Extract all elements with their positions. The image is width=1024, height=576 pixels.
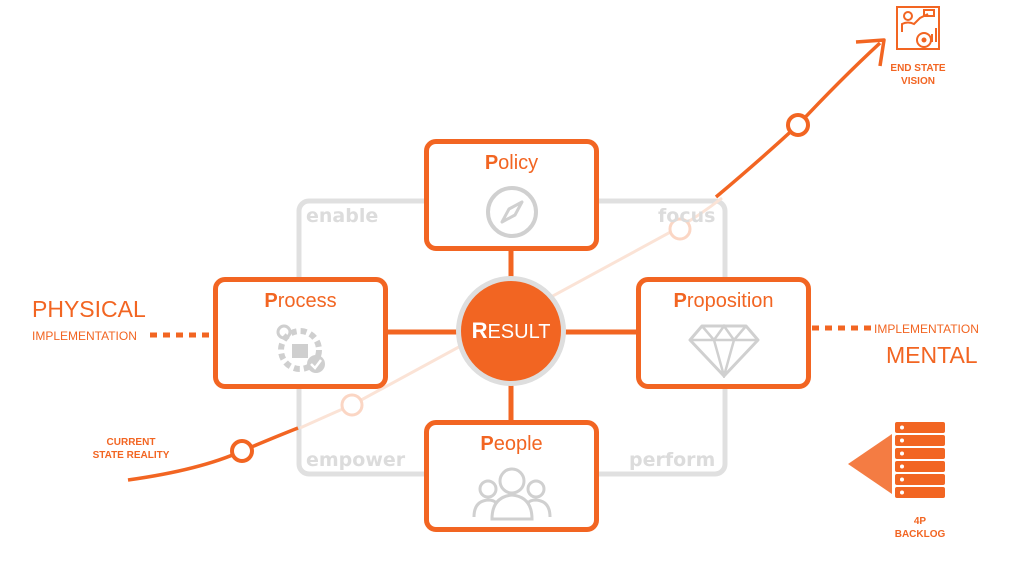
faint-milestone-low [340,393,364,417]
result-circle[interactable]: RESULT [456,276,566,386]
process-box[interactable]: Process [213,277,388,389]
trend-arrowhead [855,38,886,67]
compass-icon [485,186,538,238]
proposition-box[interactable]: Proposition [636,277,811,389]
proposition-title: Proposition [673,290,774,312]
backlog-icon [895,422,945,498]
backlog-arrow-icon [848,434,892,494]
label-focus: focus [658,205,716,227]
policy-box[interactable]: Policy [424,139,599,251]
implementation-right-label: IMPLEMENTATION [874,322,979,336]
diamond-icon [688,323,759,378]
faint-milestone-high [668,217,692,241]
people-box[interactable]: People [424,420,599,532]
milestone-current [230,439,254,463]
gear-process-icon [276,324,325,373]
implementation-left-label: IMPLEMENTATION [32,329,137,343]
milestone-next [786,113,810,137]
people-title: People [480,433,543,455]
people-icon [472,467,551,521]
process-title: Process [264,290,337,312]
policy-title: Policy [484,152,539,174]
physical-label: PHYSICAL [32,296,146,322]
result-label: RESULT [471,318,551,343]
label-enable: enable [306,205,379,227]
mental-label: MENTAL [886,342,978,368]
vision-icon [896,6,940,50]
label-empower: empower [306,449,406,471]
label-perform: perform [629,449,716,471]
